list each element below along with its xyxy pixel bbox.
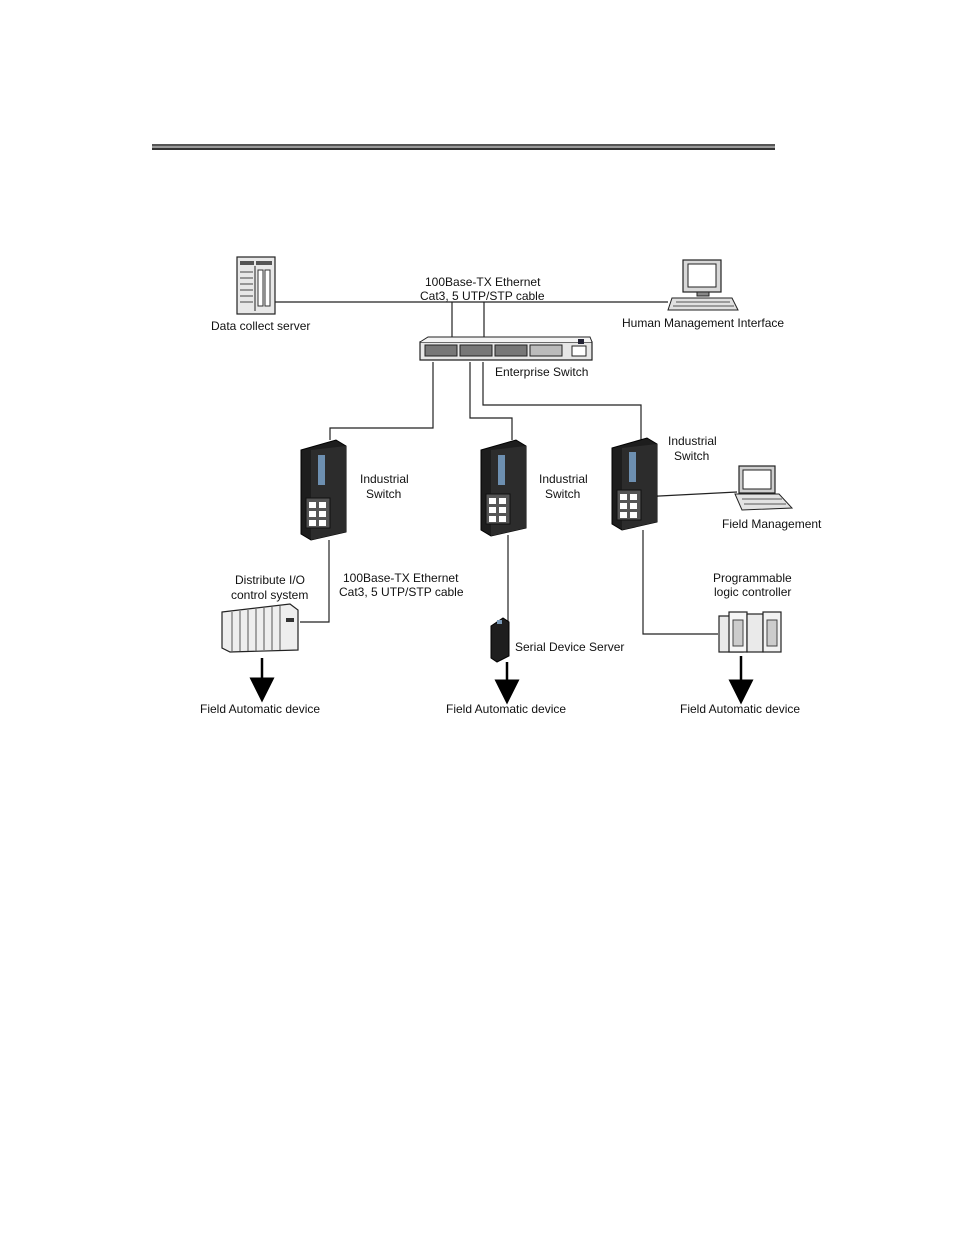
header-rule — [152, 144, 775, 150]
connection-lines — [275, 301, 738, 635]
ind-switch-1-line2: Switch — [366, 487, 401, 501]
ethernet-mid-line1: 100Base-TX Ethernet — [343, 571, 459, 585]
server-icon — [236, 256, 276, 315]
arrows — [249, 656, 754, 705]
ind-switch-2-line1: Industrial — [539, 472, 588, 486]
distributed-io-icon — [221, 603, 299, 653]
dio-line2: control system — [231, 588, 308, 602]
line-sw1-dio — [300, 540, 330, 623]
hmi-computer-icon — [667, 259, 739, 311]
enterprise-switch-icon — [419, 336, 593, 361]
ind-switch-1-line1: Industrial — [360, 472, 409, 486]
data-server-label: Data collect server — [211, 319, 310, 333]
industrial-switch-2-icon — [480, 439, 527, 537]
ind-switch-2-line2: Switch — [545, 487, 580, 501]
field-mgmt-label: Field Management — [722, 517, 822, 531]
ethernet-mid-line2: Cat3, 5 UTP/STP cable — [339, 585, 464, 599]
ind-switch-3-line2: Switch — [674, 449, 709, 463]
field-device-2-label: Field Automatic device — [446, 702, 566, 716]
line-sw3-plc — [642, 530, 718, 635]
dio-line1: Distribute I/O — [235, 573, 305, 587]
field-device-1-label: Field Automatic device — [200, 702, 320, 716]
serial-server-label: Serial Device Server — [515, 640, 624, 654]
ethernet-top-line1: 100Base-TX Ethernet — [425, 275, 541, 289]
hmi-label: Human Management Interface — [622, 316, 784, 330]
ethernet-top-line2: Cat3, 5 UTP/STP cable — [420, 289, 545, 303]
field-device-3-label: Field Automatic device — [680, 702, 800, 716]
line-ent-to-sw2 — [469, 362, 513, 440]
serial-server-icon — [490, 617, 510, 663]
field-laptop-icon — [734, 465, 794, 511]
industrial-switch-3-icon — [611, 437, 658, 531]
plc-line1: Programmable — [713, 571, 792, 585]
plc-icon — [718, 611, 782, 653]
line-ent-to-sw1 — [329, 362, 434, 440]
line-ent-to-sw3 — [482, 362, 642, 440]
industrial-switch-1-icon — [300, 439, 347, 541]
diagram-labels: 100Base-TX Ethernet Cat3, 5 UTP/STP cabl… — [200, 275, 822, 716]
enterprise-switch-label: Enterprise Switch — [495, 365, 588, 379]
ind-switch-3-line1: Industrial — [668, 434, 717, 448]
plc-line2: logic controller — [714, 585, 791, 599]
